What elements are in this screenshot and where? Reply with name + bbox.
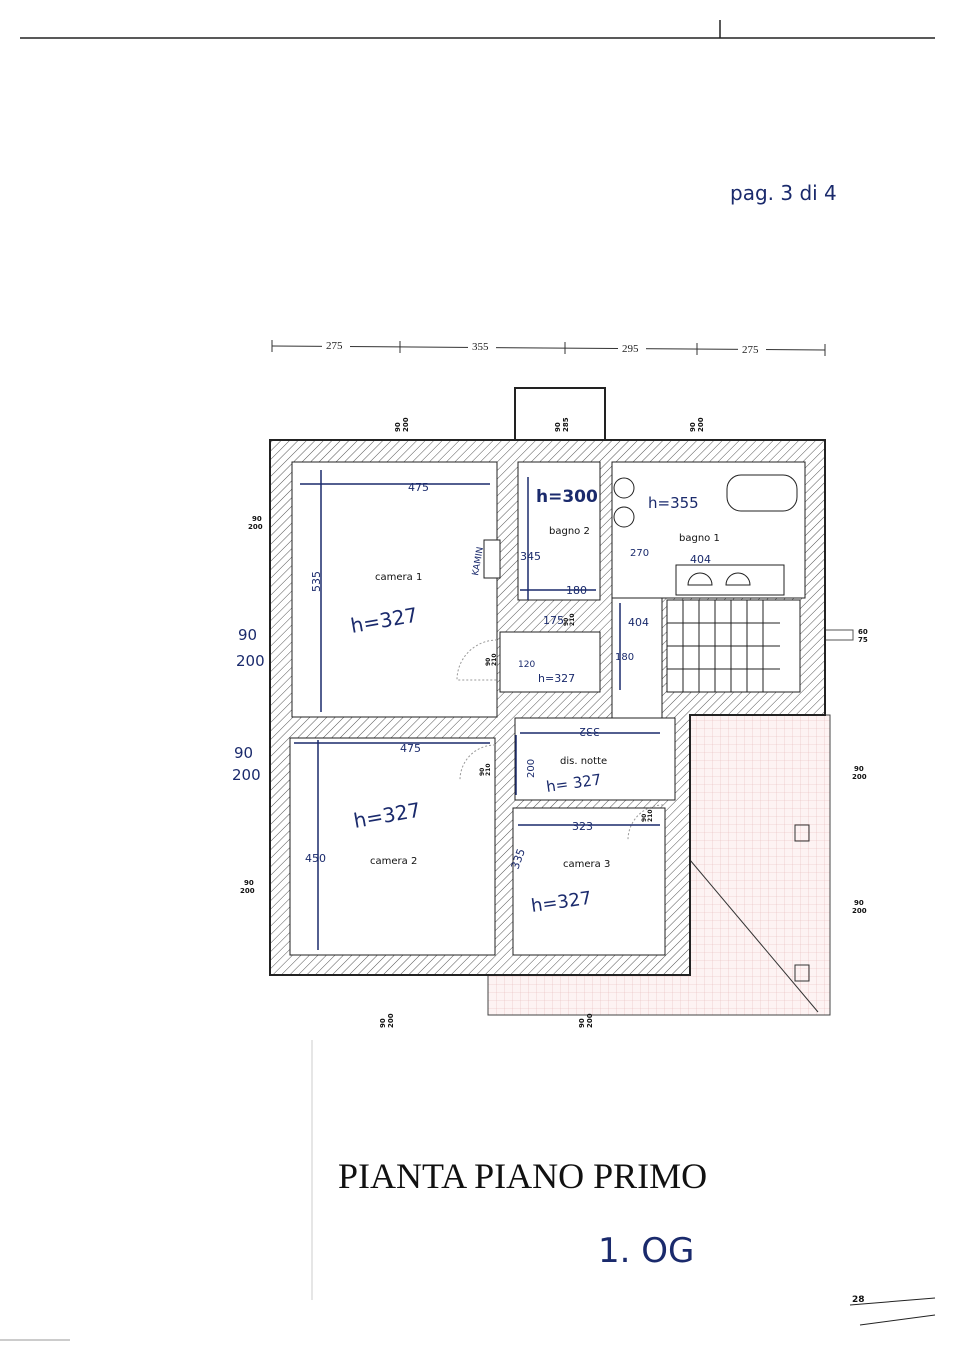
hall-dim-a: 175: [543, 614, 564, 627]
svg-text:200: 200: [852, 773, 867, 781]
bidet: [613, 506, 635, 528]
dim-top-3: 295: [622, 343, 639, 355]
svg-text:200: 200: [697, 417, 705, 432]
bagno-1-label: bagno 1: [679, 533, 720, 544]
balcony: [514, 387, 606, 445]
sink-icon: [687, 572, 751, 586]
camera-1-width: 475: [408, 481, 429, 494]
svg-text:60: 60: [858, 628, 868, 636]
svg-text:90: 90: [563, 618, 570, 626]
hall-dim-c: 404: [628, 616, 649, 629]
camera-1-depth: 535: [310, 571, 323, 592]
room-dis-notte: [514, 717, 676, 801]
camera-2-label: camera 2: [370, 856, 417, 867]
svg-text:90: 90: [244, 879, 254, 887]
hall-dim-d: 180: [615, 652, 634, 663]
bagno-1-dim-b: 404: [690, 553, 711, 566]
svg-text:210: 210: [485, 763, 492, 776]
camera-3-width: 323: [572, 820, 593, 833]
bagno-1-dim-a: 270: [630, 548, 649, 559]
bagno-2-width: 180: [566, 584, 587, 597]
svg-text:90: 90: [554, 422, 562, 432]
room-hall: [499, 631, 601, 693]
camera-2-width: 475: [400, 742, 421, 755]
bagno-1-height: h=355: [648, 494, 699, 512]
opening-tags: 90 200 90 285 90 200 90 200 90 200 60 75…: [240, 417, 868, 1028]
svg-text:90: 90: [641, 814, 648, 822]
room-bagno-2: [517, 461, 601, 601]
bathtub: [726, 474, 798, 512]
svg-text:210: 210: [569, 613, 576, 626]
svg-text:200: 200: [387, 1013, 395, 1028]
side-note-height-2: 200: [232, 766, 261, 784]
fireplace-note: KAMIN: [471, 546, 486, 576]
top-dimension-line: 275 355 295 275: [271, 338, 826, 356]
room-camera-2: [289, 737, 496, 956]
svg-text:90: 90: [252, 515, 262, 523]
hall-dim-b: 120: [518, 660, 535, 670]
room-camera-1: [291, 461, 498, 718]
svg-text:210: 210: [647, 809, 654, 822]
toilet: [613, 477, 635, 499]
camera-1-label: camera 1: [375, 572, 422, 583]
dim-top-1: 275: [326, 340, 343, 352]
svg-text:90: 90: [854, 765, 864, 773]
page-note: pag. 3 di 4: [730, 181, 837, 205]
dis-notte-width: 332: [579, 725, 600, 738]
bagno-2-depth: 345: [520, 550, 541, 563]
svg-text:90: 90: [394, 422, 402, 432]
svg-text:200: 200: [586, 1013, 594, 1028]
dis-notte-depth: 200: [526, 759, 537, 778]
hall-height: h=327: [538, 672, 575, 685]
svg-text:200: 200: [248, 523, 263, 531]
side-note-height: 200: [236, 652, 265, 670]
corner-note: 28: [852, 1295, 865, 1305]
floor-note: 1. OG: [598, 1231, 694, 1271]
dim-top-4: 275: [742, 344, 759, 356]
svg-text:90: 90: [854, 899, 864, 907]
bagno-2-height: h=300: [536, 487, 598, 507]
camera-3-label: camera 3: [563, 859, 610, 870]
dis-notte-label: dis. notte: [560, 756, 607, 767]
side-note-width: 90: [238, 626, 257, 644]
dim-top-2: 355: [472, 341, 489, 353]
svg-text:90: 90: [689, 422, 697, 432]
side-note-width-2: 90: [234, 744, 253, 762]
bagno-2-label: bagno 2: [549, 526, 590, 537]
svg-text:90: 90: [379, 1018, 387, 1028]
svg-text:285: 285: [562, 417, 570, 432]
svg-text:90: 90: [479, 768, 486, 776]
svg-text:90: 90: [578, 1018, 586, 1028]
camera-2-depth: 450: [305, 852, 326, 865]
svg-text:90: 90: [485, 658, 492, 666]
svg-text:200: 200: [852, 907, 867, 915]
svg-text:200: 200: [402, 417, 410, 432]
fireplace: [483, 539, 501, 579]
room-camera-3: [512, 807, 666, 956]
svg-text:200: 200: [240, 887, 255, 895]
plan-title: PIANTA PIANO PRIMO: [338, 1156, 707, 1196]
svg-text:75: 75: [858, 636, 868, 644]
svg-text:210: 210: [491, 653, 498, 666]
